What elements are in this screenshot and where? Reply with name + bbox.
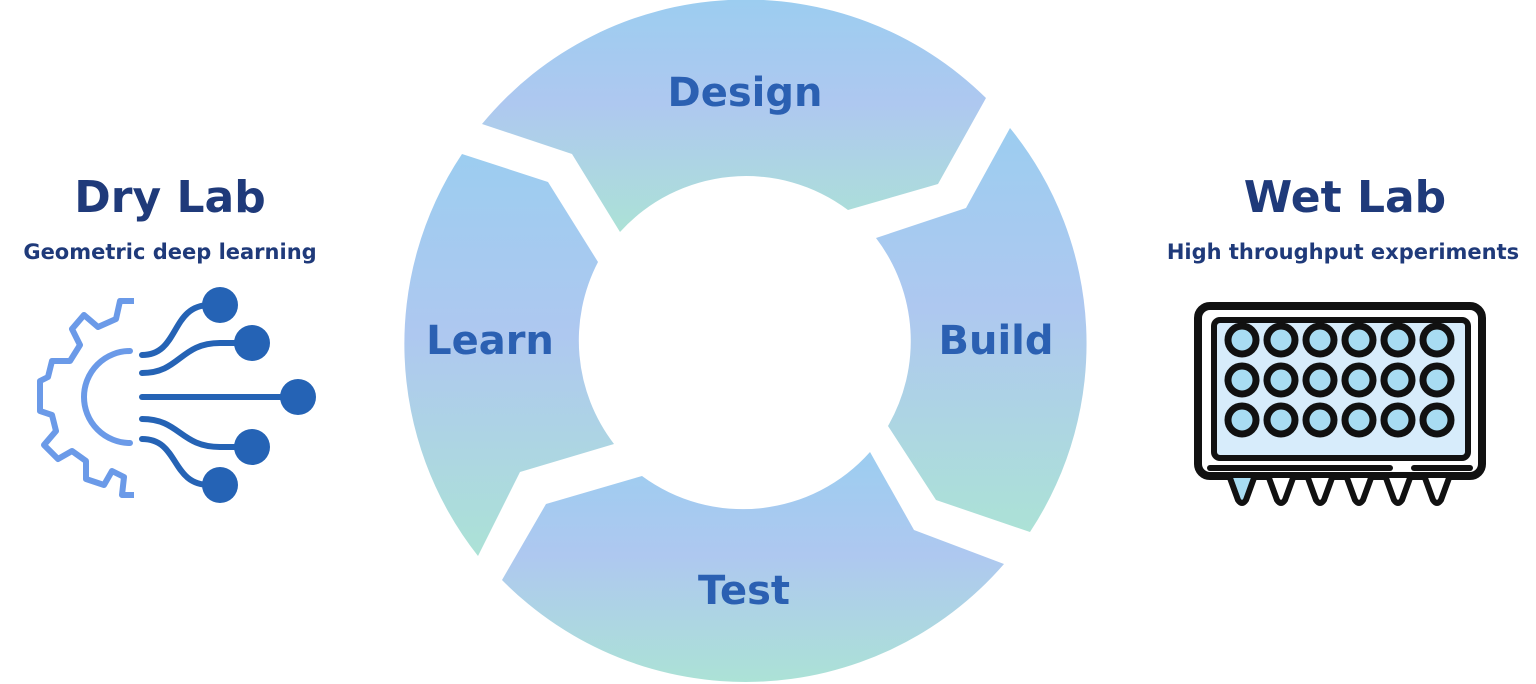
well [1341,402,1377,438]
wet-lab-subtitle: High throughput experiments [1166,240,1520,264]
well [1224,402,1260,438]
tip [1305,476,1335,506]
well [1224,362,1260,398]
build-label: Build [938,318,1053,364]
well [1263,322,1299,358]
test-label: Test [698,568,790,614]
tip [1266,476,1296,506]
ai-brain-circuit-icon [37,287,316,503]
well-plate-icon [1194,302,1486,506]
learn-label: Learn [426,318,554,364]
tip [1422,476,1452,506]
well [1419,362,1455,398]
well [1341,322,1377,358]
well [1380,362,1416,398]
tip [1344,476,1374,506]
well [1380,322,1416,358]
well [1263,402,1299,438]
design-label: Design [668,70,823,116]
well [1419,322,1455,358]
well [1341,362,1377,398]
dry-lab-title: Dry Lab [74,172,266,223]
test-segment [502,452,1004,682]
tip [1383,476,1413,506]
well [1263,362,1299,398]
design-segment [482,0,986,232]
well [1302,402,1338,438]
well [1302,362,1338,398]
learn-segment [404,154,614,556]
dry-lab-subtitle: Geometric deep learning [23,240,317,264]
tip [1227,476,1257,506]
build-segment [876,128,1087,532]
well [1224,322,1260,358]
well [1302,322,1338,358]
wet-lab-title: Wet Lab [1243,172,1447,223]
well [1419,402,1455,438]
well [1380,402,1416,438]
